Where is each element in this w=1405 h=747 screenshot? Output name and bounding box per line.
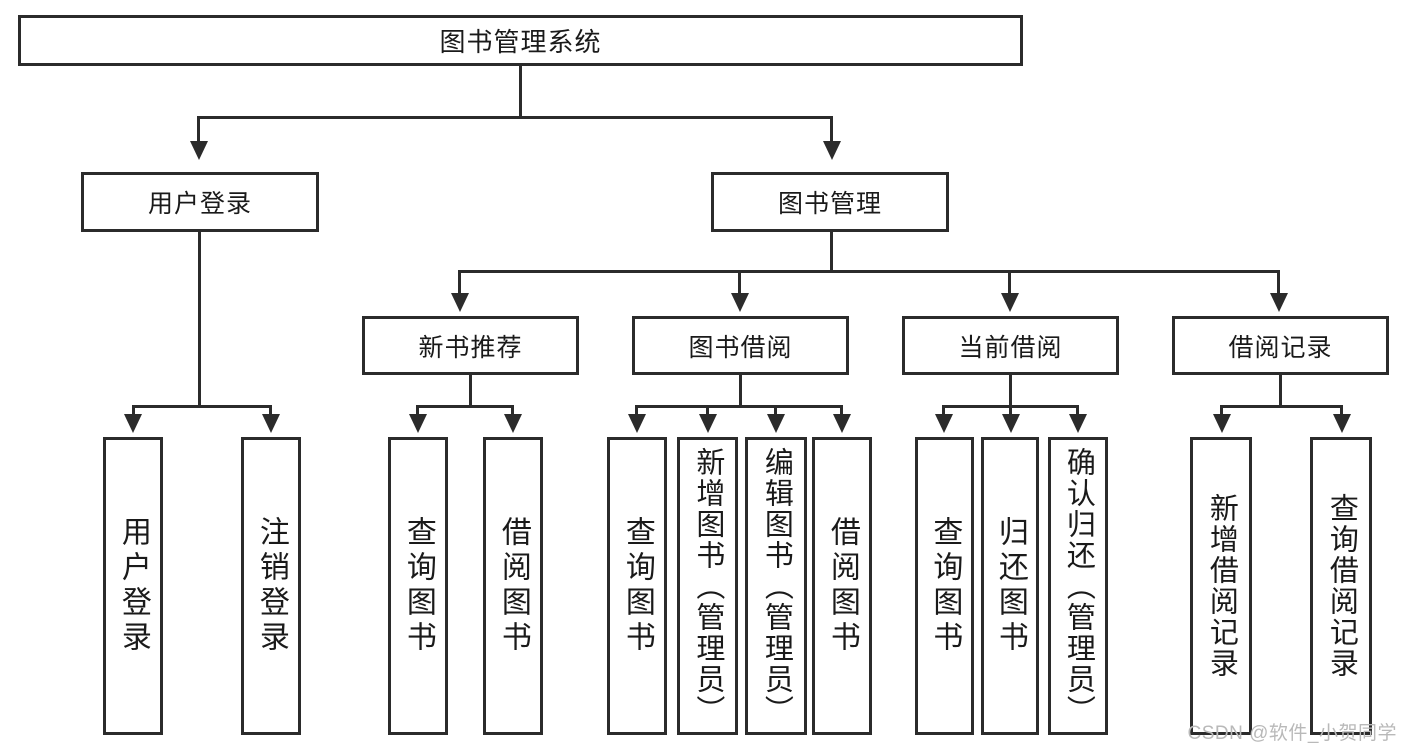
arrow-root-to-books: [823, 141, 841, 160]
leaf-add-book-admin[interactable]: 新增图书（管理员）: [677, 437, 738, 735]
csdn-watermark: CSDN @软件_小贺同学: [1187, 723, 1397, 744]
leaf-borrow-books-newbook[interactable]: 借阅图书: [483, 437, 543, 735]
leaf-query-books-borrow[interactable]: 查询图书: [607, 437, 667, 735]
connector-newbook-c2: [511, 405, 514, 416]
leaf-label: 注销登录: [254, 516, 288, 656]
arrow-login-to-logout: [262, 414, 280, 433]
arrow-current-c1: [935, 414, 953, 433]
arrow-books-to-current: [1001, 293, 1019, 312]
node-label: 新书推荐: [418, 333, 523, 362]
node-label: 图书借阅: [688, 333, 793, 362]
leaf-label: 查询借阅记录: [1325, 493, 1358, 679]
connector-books-to-records: [1277, 270, 1280, 295]
leaf-logout[interactable]: 注销登录: [241, 437, 301, 735]
node-label: 用户登录: [147, 190, 252, 218]
connector-root-stem: [519, 66, 522, 118]
arrow-login-to-userlogin: [124, 414, 142, 433]
leaf-label: 编辑图书（管理员）: [760, 446, 793, 726]
arrow-newbook-c2: [504, 414, 522, 433]
node-label: 图书管理: [777, 190, 882, 218]
connector-newbook-stem: [469, 375, 472, 407]
connector-login-stem: [198, 232, 201, 407]
arrow-current-c3: [1069, 414, 1087, 433]
arrow-borrow-c2: [699, 414, 717, 433]
leaf-label: 新增借阅记录: [1205, 493, 1238, 679]
connector-borrow-bar: [635, 405, 843, 408]
leaf-label: 查询图书: [928, 516, 962, 656]
connector-login-to-userlogin: [132, 405, 135, 416]
node-borrow-records[interactable]: 借阅记录: [1172, 316, 1389, 375]
connector-borrow-c4: [840, 405, 843, 416]
connector-current-stem: [1009, 375, 1012, 407]
connector-records-bar: [1220, 405, 1342, 408]
connector-borrow-c1: [635, 405, 638, 416]
connector-records-c2: [1340, 405, 1343, 416]
connector-books-to-borrow: [738, 270, 741, 295]
leaf-label: 借阅图书: [496, 516, 530, 656]
connector-newbook-c1: [416, 405, 419, 416]
arrow-books-to-borrow: [731, 293, 749, 312]
node-book-borrow[interactable]: 图书借阅: [632, 316, 849, 375]
arrow-borrow-c1: [628, 414, 646, 433]
arrow-newbook-c1: [409, 414, 427, 433]
leaf-query-books-current[interactable]: 查询图书: [915, 437, 974, 735]
arrow-borrow-c4: [833, 414, 851, 433]
leaf-label: 查询图书: [620, 516, 654, 656]
leaf-return-books[interactable]: 归还图书: [981, 437, 1039, 735]
connector-root-to-books: [830, 116, 833, 143]
node-label: 借阅记录: [1228, 333, 1333, 362]
connector-root-bar: [197, 116, 833, 119]
leaf-label: 新增图书（管理员）: [691, 446, 724, 726]
connector-login-to-logout: [269, 405, 272, 416]
arrow-records-c1: [1213, 414, 1231, 433]
connector-borrow-stem: [739, 375, 742, 407]
connector-current-c1: [942, 405, 945, 416]
connector-root-to-login: [197, 116, 200, 143]
node-new-book-recommend[interactable]: 新书推荐: [362, 316, 579, 375]
leaf-borrow-books-borrow[interactable]: 借阅图书: [812, 437, 872, 735]
leaf-user-login[interactable]: 用户登录: [103, 437, 163, 735]
connector-books-to-current: [1008, 270, 1011, 295]
arrow-current-c2: [1002, 414, 1020, 433]
leaf-label: 用户登录: [116, 516, 150, 656]
leaf-confirm-return-admin[interactable]: 确认归还（管理员）: [1048, 437, 1108, 735]
leaf-label: 借阅图书: [825, 516, 859, 656]
connector-books-bar: [458, 270, 1280, 273]
connector-records-stem: [1279, 375, 1282, 407]
arrow-records-c2: [1333, 414, 1351, 433]
connector-newbook-bar: [416, 405, 514, 408]
arrow-borrow-c3: [767, 414, 785, 433]
connector-login-bar: [132, 405, 271, 408]
connector-books-stem: [830, 232, 833, 273]
connector-borrow-c2: [706, 405, 709, 416]
arrow-root-to-login: [190, 141, 208, 160]
leaf-add-borrow-record[interactable]: 新增借阅记录: [1190, 437, 1252, 735]
leaf-label: 查询图书: [401, 516, 435, 656]
connector-borrow-c3: [774, 405, 777, 416]
node-label: 图书管理系统: [439, 27, 602, 57]
leaf-label: 归还图书: [993, 516, 1027, 656]
leaf-query-books-newbook[interactable]: 查询图书: [388, 437, 448, 735]
connector-current-c2: [1009, 405, 1012, 416]
arrow-books-to-records: [1270, 293, 1288, 312]
connector-records-c1: [1220, 405, 1223, 416]
arrow-books-to-newbook: [451, 293, 469, 312]
node-current-borrow[interactable]: 当前借阅: [902, 316, 1119, 375]
node-root[interactable]: 图书管理系统: [18, 15, 1023, 66]
leaf-label: 确认归还（管理员）: [1062, 446, 1095, 726]
leaf-edit-book-admin[interactable]: 编辑图书（管理员）: [745, 437, 807, 735]
connector-books-to-newbook: [458, 270, 461, 295]
connector-current-c3: [1076, 405, 1079, 416]
leaf-query-borrow-record[interactable]: 查询借阅记录: [1310, 437, 1372, 735]
node-label: 当前借阅: [958, 333, 1063, 362]
node-user-login[interactable]: 用户登录: [81, 172, 319, 232]
node-book-management[interactable]: 图书管理: [711, 172, 949, 232]
